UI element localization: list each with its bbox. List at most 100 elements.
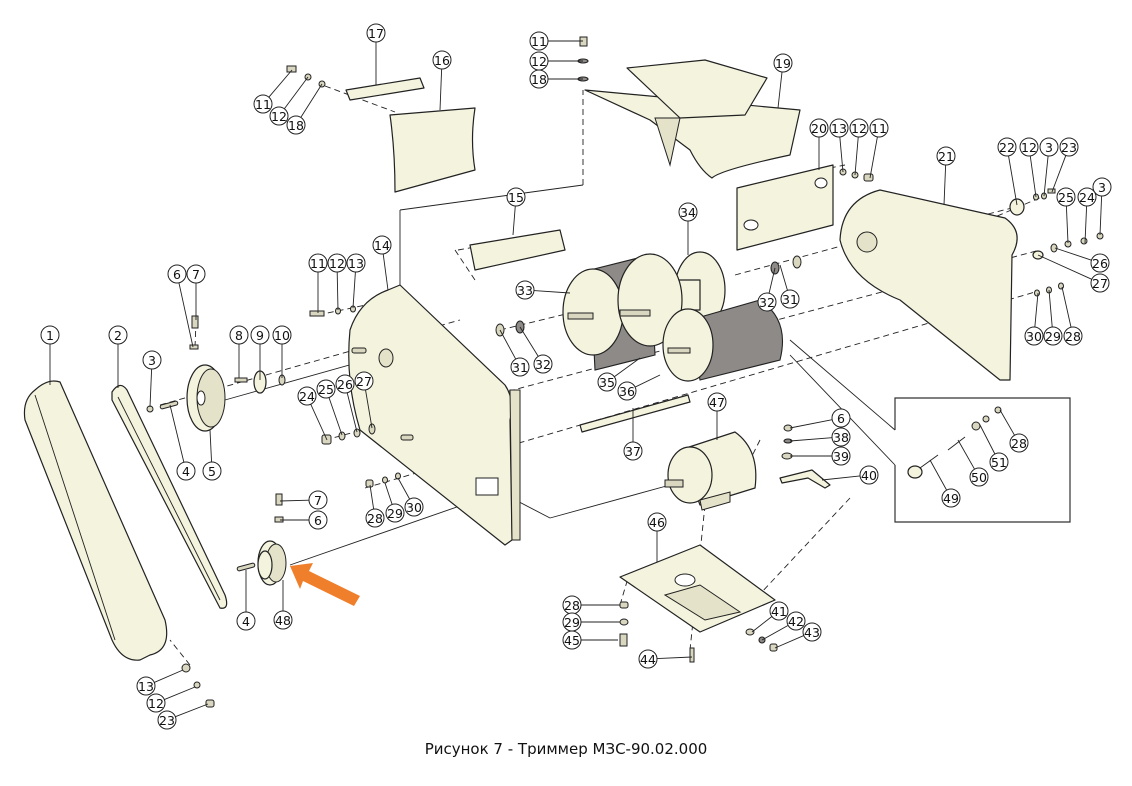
figure-caption: Рисунок 7 - Триммер МЗС-90.02.000 <box>424 740 708 758</box>
part-28-nut-inset <box>994 406 1002 414</box>
callout-circle <box>157 710 177 730</box>
part-36-drum <box>662 308 714 382</box>
callout-number: 13 <box>348 256 364 271</box>
callout-circle <box>1024 326 1044 346</box>
callout-part-49: 49 <box>929 459 961 508</box>
callout-circle <box>432 50 452 70</box>
part-45-bolt <box>619 633 628 647</box>
callout-circle <box>831 427 851 447</box>
callout-circle <box>623 441 643 461</box>
part-31-bearing-right <box>792 255 802 269</box>
callout-part-23: 23 <box>157 703 209 730</box>
callout-part-12: 12 <box>146 686 196 713</box>
callout-number: 43 <box>804 625 820 640</box>
callout-leader <box>439 68 443 111</box>
callout-circle <box>678 202 698 222</box>
callout-leader <box>957 439 975 470</box>
callout-leader <box>774 635 804 649</box>
callout-circle <box>202 461 222 481</box>
callout-part-42: 42 <box>761 611 806 641</box>
callout-circle <box>869 118 889 138</box>
callout-part-25: 25 <box>1056 187 1076 244</box>
callout-leader <box>1061 286 1072 328</box>
callout-leader <box>149 368 153 408</box>
callout-leader <box>499 329 517 360</box>
callout-leader <box>634 374 661 388</box>
callout-number: 49 <box>943 491 959 506</box>
callout-part-33: 33 <box>515 280 571 300</box>
part-30-washer <box>395 472 401 480</box>
callout-part-22: 22 <box>997 137 1018 206</box>
part-25-washer <box>338 431 346 441</box>
part-5-pulley <box>186 364 226 432</box>
callout-number: 28 <box>1065 329 1081 344</box>
callout-leader <box>761 624 789 641</box>
callout-circle <box>773 53 793 73</box>
callout-leader <box>175 703 209 718</box>
callout-leader <box>979 424 996 455</box>
callout-circle <box>1059 137 1079 157</box>
callout-part-3: 3 <box>142 350 162 408</box>
callout-number: 50 <box>971 470 987 485</box>
callout-part-28: 28 <box>562 595 620 615</box>
callout-circle <box>316 379 336 399</box>
callout-leader <box>279 499 310 502</box>
callout-part-14: 14 <box>372 235 392 291</box>
callout-part-2: 2 <box>108 325 128 388</box>
plate-hole-right <box>814 177 828 189</box>
part-17-rod <box>345 77 425 101</box>
callout-number: 3 <box>148 353 156 368</box>
callout-part-17: 17 <box>366 23 386 85</box>
callout-circle <box>941 488 961 508</box>
callout-part-38: 38 <box>789 427 851 447</box>
part-49-eye-bolt <box>907 465 923 479</box>
callout-circle <box>269 106 289 126</box>
callout-number: 13 <box>138 679 154 694</box>
callout-circle <box>146 693 166 713</box>
left-panel-bearing-seat <box>378 348 394 368</box>
callout-number: 33 <box>517 283 533 298</box>
callout-part-12: 12 <box>1019 137 1039 198</box>
callout-number: 29 <box>387 506 403 521</box>
callout-number: 11 <box>871 121 887 136</box>
part-7-screw-lower <box>275 493 283 506</box>
callout-circle <box>108 325 128 345</box>
left-panel-pin <box>351 347 367 354</box>
callout-part-47: 47 <box>707 392 727 440</box>
callout-number: 19 <box>775 56 791 71</box>
callout-number: 32 <box>535 357 551 372</box>
callout-number: 29 <box>1045 329 1061 344</box>
callout-circle <box>597 372 617 392</box>
callout-number: 3 <box>1045 140 1053 155</box>
callout-number: 28 <box>564 598 580 613</box>
callout-part-20: 20 <box>809 118 829 170</box>
callout-leader <box>169 404 185 463</box>
callout-circle <box>1063 326 1083 346</box>
part-26-washer-r <box>1050 243 1058 253</box>
callout-number: 35 <box>599 375 615 390</box>
callout-part-5: 5 <box>202 429 222 481</box>
callout-part-31: 31 <box>779 264 800 309</box>
callout-circle <box>385 503 405 523</box>
part-28-nut-plate <box>619 601 629 609</box>
callout-part-21: 21 <box>936 146 956 206</box>
part-11-bolt-hopper <box>579 36 588 47</box>
callout-circle <box>529 31 549 51</box>
callout-leader <box>1037 254 1092 280</box>
callout-leader <box>777 71 783 109</box>
callout-part-25: 25 <box>316 379 343 436</box>
callout-leader <box>1029 155 1037 198</box>
callout-number: 6 <box>314 513 322 528</box>
callout-leader <box>154 669 184 683</box>
callout-part-13: 13 <box>829 118 849 173</box>
callout-leader <box>779 264 788 291</box>
callout-leader <box>1084 205 1088 244</box>
callout-part-6: 6 <box>789 408 851 429</box>
callout-part-12: 12 <box>849 118 869 176</box>
callout-part-11: 11 <box>869 118 889 179</box>
callout-number: 7 <box>192 267 200 282</box>
callout-part-9: 9 <box>250 325 270 380</box>
part-11-bolt <box>309 310 325 317</box>
part-21-right-panel <box>839 189 1018 381</box>
callout-circle <box>529 69 549 89</box>
